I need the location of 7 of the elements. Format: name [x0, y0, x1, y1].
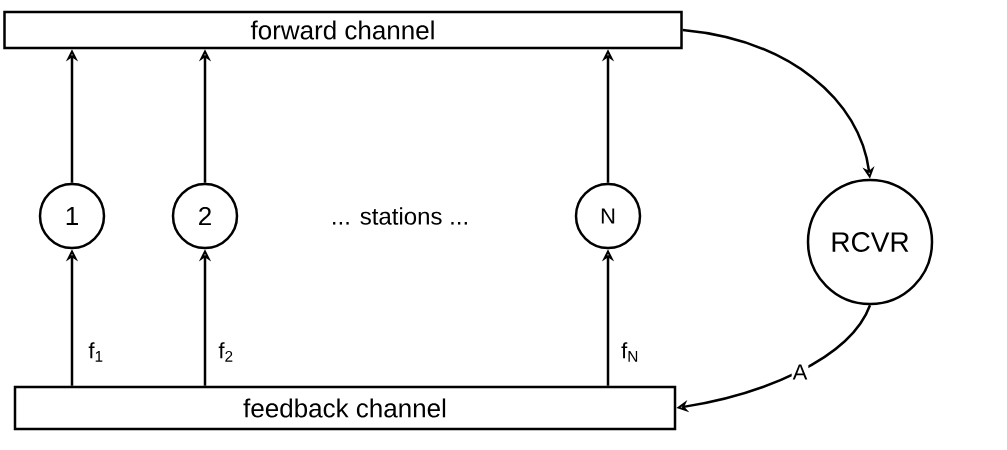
edge-label: f$_{N}$ — [620, 341, 640, 363]
channel-box: feedback channel — [13, 385, 677, 431]
stations-label: ... stations ... — [333, 207, 467, 225]
edge-label: f$_{1}$ — [87, 341, 105, 363]
edge-label: A — [791, 363, 809, 381]
edge-label: f$_{2}$ — [217, 341, 235, 363]
channel-box: forward channel — [3, 10, 683, 50]
